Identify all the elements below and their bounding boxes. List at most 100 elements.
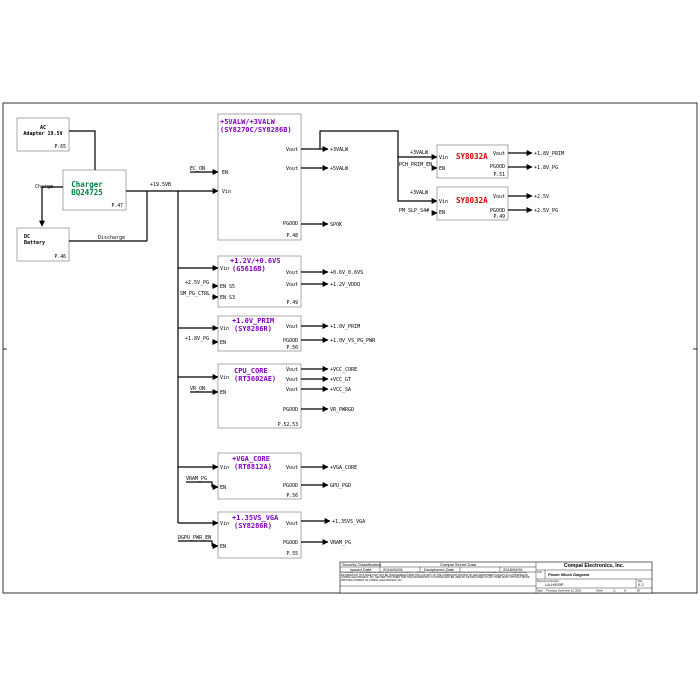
net-vram-pg-out: VRAM_PG	[330, 540, 351, 546]
pin-label: Vout	[286, 270, 298, 276]
pin-label: Vin	[222, 189, 231, 195]
net-1v0-prim: +1.0V_PRIM	[330, 324, 360, 330]
ac-adapter-block: AC Adapter 19.5V P.65	[16, 117, 70, 152]
net-0v6s: +0.6V_0.6VS	[330, 270, 363, 276]
pin-label: EN	[220, 390, 226, 396]
vga-core-part: (RT8812A)	[234, 463, 272, 471]
pin-label: Vout	[286, 324, 298, 330]
pin-label: Vout	[286, 166, 298, 172]
sy8032a-title: SY8032A	[456, 152, 488, 161]
prim-part: (SY8286R)	[234, 325, 272, 333]
net-vcc-core: +VCC_CORE	[330, 367, 357, 373]
net-vr-pwrgd: VR_PWRGD	[330, 407, 354, 413]
page-ref: P.65	[54, 144, 66, 150]
net-1v8-pg: +1.8V_PG	[534, 165, 558, 171]
pin-label: Vout	[493, 194, 505, 200]
title-block: Security Classification Compal Secret Da…	[339, 561, 653, 594]
pin-label: PGOOD	[490, 208, 505, 214]
charger-block: Charger BQ24725 P.47	[62, 169, 127, 211]
g5616b-block: +1.2V/+0.6VS (G5616B) Vin EN S5 EN S3 Vo…	[217, 255, 302, 308]
pin-label: PGOOD	[283, 407, 298, 413]
pin-label: Vin	[220, 521, 229, 527]
net-19v5b: +19.5VB	[150, 182, 171, 188]
net-spok: SPOK	[330, 222, 342, 228]
pin-label: Vout	[493, 151, 505, 157]
pin-label: Vin	[439, 199, 448, 205]
pin-label: EN	[439, 166, 445, 172]
g5616b-part: (G5616B)	[232, 265, 266, 273]
valw-title: +5VALW/+3VALW	[220, 118, 276, 126]
sheet-value: 11	[613, 589, 616, 593]
pin-label: Vin	[220, 326, 229, 332]
pin-label: Vout	[286, 465, 298, 471]
pin-label: PGOOD	[283, 221, 298, 227]
net-1v8-pg-in: +1.8V_PG	[185, 336, 209, 342]
net-2v5-pg: +2.5V_PG	[534, 208, 558, 214]
page-ref: P.47	[111, 203, 123, 209]
pin-label: Vout	[286, 282, 298, 288]
sy8032a-block-1: SY8032A Vin EN Vout PGOOD P.51	[436, 144, 509, 179]
charger-part: BQ24725	[71, 188, 103, 197]
prim-title: +1.0V_PRIM	[232, 317, 274, 325]
dc-battery-block: DC Battery P.46	[16, 227, 70, 262]
sheet-label: Sheet	[596, 589, 603, 593]
deciphered-value: 2018/09/01	[503, 567, 524, 572]
page-ref: P.50	[286, 345, 298, 351]
pin-label: PGOOD	[283, 338, 298, 344]
deciphered-label: Deciphered Date	[424, 567, 455, 572]
page-ref: P.49	[493, 214, 505, 220]
net-5valw: +5VALW	[330, 166, 349, 172]
net-dgpu-pwr-en: DGPU_PWR_EN	[178, 535, 211, 541]
date-value: Thursday, November 15, 2018	[546, 589, 581, 593]
net-sm-pg-ctrl: SM_PG_CTRL	[180, 291, 210, 297]
pin-label: Vin	[220, 465, 229, 471]
net-vga-core: +VGA_CORE	[330, 465, 357, 471]
issued-label: Issued Date	[350, 567, 372, 572]
net-1v8-prim: +1.8V_PRIM	[534, 151, 564, 157]
net-3valw-in: +3VALW	[410, 190, 429, 196]
net-gpu-pgd: GPU_PGD	[330, 483, 351, 489]
net-2v5: +2.5V	[534, 194, 549, 200]
page-ref: P.48	[286, 233, 298, 239]
security-value: Compal Secret Data	[440, 562, 477, 567]
company-name: Compal Electronics, Inc.	[564, 563, 625, 569]
pin-label: EN	[439, 210, 445, 216]
page-ref: P.46	[54, 254, 66, 260]
pin-label: Vout	[286, 147, 298, 153]
date-label: Date:	[537, 589, 543, 593]
doc-label: Document Number	[537, 579, 559, 583]
sy8032a-block-2: SY8032A Vin EN Vout PGOOD P.49	[436, 186, 509, 221]
net-charge: Charge	[35, 184, 53, 190]
pin-label: Vout	[286, 387, 298, 393]
sheet-title: Power Block Diagram	[548, 572, 590, 577]
sy8032a-title: SY8032A	[456, 196, 488, 205]
pin-label: EN	[222, 170, 228, 176]
pin-label: Vout	[286, 377, 298, 383]
pin-label: Vin	[439, 155, 448, 161]
net-pm-slp-s4: PM_SLP_S4#	[399, 208, 429, 214]
pin-label: EN	[220, 340, 226, 346]
page-ref: P.51	[493, 172, 505, 178]
page-ref: P.52,53	[278, 422, 298, 428]
confidential-notice: THIS SHEET OF ENGINEERING DRAWING IS THE…	[341, 572, 530, 582]
doc-value: LA-H593P	[545, 582, 564, 587]
pin-label: Vin	[220, 375, 229, 381]
net-3valw: +3VALW	[330, 147, 349, 153]
valw-part: (SY8270C/SY8286B)	[220, 126, 292, 134]
vga-core-block: +VGA_CORE (RT8812A) Vin EN Vout PGOOD P.…	[217, 452, 302, 500]
net-vcc-sa: +VCC_SA	[330, 387, 351, 393]
vga135-block: +1.35VS_VGA (SY8286R) Vin EN Vout PGOOD …	[217, 511, 302, 559]
pin-label: EN	[220, 544, 226, 550]
valw-block: +5VALW/+3VALW (SY8270C/SY8286B) EN Vin V…	[217, 113, 302, 241]
vga-core-title: +VGA_CORE	[232, 455, 270, 463]
pin-label: EN S5	[220, 284, 235, 290]
net-pch-prim-en: PCH_PRIM_EN	[399, 162, 432, 168]
pin-label: EN	[220, 485, 226, 491]
net-ec-on: EC_ON	[190, 166, 205, 172]
pin-label: PGOOD	[283, 540, 298, 546]
pin-label: PGOOD	[490, 164, 505, 170]
charger-title: Charger	[71, 180, 103, 189]
net-1v2-vddq: +1.2V_VDDQ	[330, 282, 360, 288]
net-2v5-pg-in: +2.5V_PG	[185, 280, 209, 286]
